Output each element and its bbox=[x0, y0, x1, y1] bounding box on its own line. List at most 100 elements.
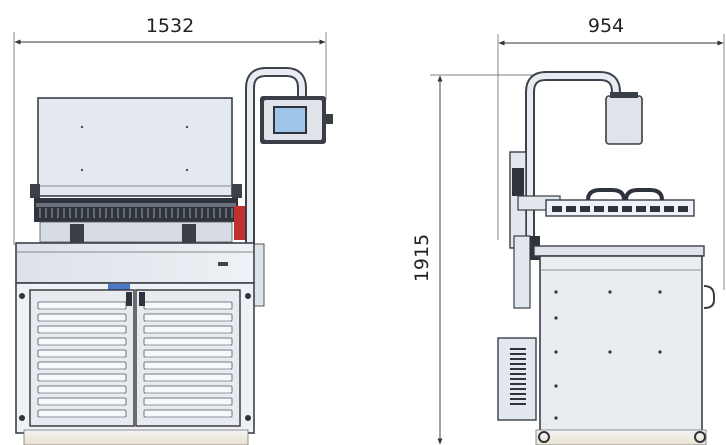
front-lid bbox=[30, 97, 242, 198]
blue-indicator bbox=[108, 284, 130, 290]
seal-teeth bbox=[39, 208, 233, 218]
caster-wheel bbox=[694, 431, 706, 443]
height-dimension: 1915 bbox=[411, 74, 540, 445]
control-panel-side bbox=[605, 95, 643, 145]
vent-slot bbox=[510, 373, 526, 375]
rivet bbox=[554, 350, 558, 354]
tray-link bbox=[678, 206, 688, 212]
lid-rivet bbox=[80, 168, 84, 172]
height-dimension-label: 1915 bbox=[411, 234, 433, 282]
control-panel-cap bbox=[610, 92, 638, 98]
cabinet-door-right bbox=[135, 289, 241, 427]
cabinet-top bbox=[15, 242, 255, 284]
front-width-dimension: 1532 bbox=[13, 15, 327, 245]
door-slat bbox=[143, 385, 233, 394]
lid-rivet bbox=[80, 125, 84, 129]
rivet bbox=[554, 384, 558, 388]
tray-link bbox=[580, 206, 590, 212]
tray-links bbox=[552, 206, 688, 212]
vent-slot bbox=[510, 378, 526, 380]
door-slat bbox=[37, 337, 127, 346]
tray-link bbox=[636, 206, 646, 212]
hinge bbox=[245, 415, 251, 421]
lid-rivet bbox=[185, 168, 189, 172]
arm-tube-inner bbox=[527, 73, 619, 250]
caster-wheel bbox=[538, 431, 550, 443]
side-handle bbox=[703, 285, 715, 309]
lid-bracket-left bbox=[30, 184, 40, 198]
door-slat bbox=[37, 313, 127, 322]
tray-link bbox=[594, 206, 604, 212]
door-slat bbox=[37, 397, 127, 406]
door-slat bbox=[143, 349, 233, 358]
vent-slot bbox=[510, 383, 526, 385]
tray-link bbox=[622, 206, 632, 212]
vent-slot bbox=[510, 398, 526, 400]
side-cabinet bbox=[533, 245, 715, 445]
arm-tube bbox=[525, 71, 621, 250]
side-control-arm bbox=[525, 71, 643, 250]
vent-slot bbox=[510, 368, 526, 370]
door-handle-right bbox=[139, 292, 145, 306]
panel-knob bbox=[326, 114, 333, 124]
hinge bbox=[19, 293, 25, 299]
touch-screen bbox=[273, 106, 307, 134]
rivet bbox=[554, 290, 558, 294]
door-slat bbox=[143, 301, 233, 310]
rivet bbox=[554, 316, 558, 320]
clamp-left bbox=[70, 224, 84, 244]
lid-rivet bbox=[185, 125, 189, 129]
cabinet-base bbox=[23, 429, 249, 445]
tray-link bbox=[608, 206, 618, 212]
rivet bbox=[608, 350, 612, 354]
rivet bbox=[608, 290, 612, 294]
side-cabinet-top bbox=[533, 245, 705, 257]
width-dimension-label: 1532 bbox=[146, 15, 194, 37]
door-slat bbox=[37, 349, 127, 358]
tray-link bbox=[650, 206, 660, 212]
door-handle-left bbox=[126, 292, 132, 306]
hinge bbox=[245, 293, 251, 299]
door-slat bbox=[143, 397, 233, 406]
rivet bbox=[658, 290, 662, 294]
vent-slot bbox=[510, 353, 526, 355]
tray-link bbox=[552, 206, 562, 212]
door-slat bbox=[143, 361, 233, 370]
rivet bbox=[658, 350, 662, 354]
lower-column bbox=[513, 235, 531, 309]
seal-bed bbox=[39, 221, 233, 243]
lid-bracket-right bbox=[232, 184, 242, 198]
front-view: 1532 bbox=[13, 15, 333, 445]
door-slat bbox=[143, 325, 233, 334]
door-slats bbox=[37, 301, 233, 418]
vent-slot bbox=[510, 358, 526, 360]
door-slat bbox=[143, 337, 233, 346]
lid-panel bbox=[37, 97, 233, 197]
tray-link bbox=[566, 206, 576, 212]
tray-handle-left bbox=[586, 188, 626, 201]
door-slat bbox=[37, 301, 127, 310]
cabinet-door-left bbox=[29, 289, 135, 427]
side-mechanism bbox=[497, 151, 561, 421]
rivet bbox=[554, 416, 558, 420]
cabinet-badge bbox=[218, 262, 228, 266]
tray-handle-right bbox=[624, 188, 664, 201]
hinge bbox=[19, 415, 25, 421]
front-seal-mechanism bbox=[34, 198, 248, 244]
side-box-vents bbox=[510, 348, 526, 405]
tray-link bbox=[664, 206, 674, 212]
vent-slot bbox=[510, 388, 526, 390]
side-view: 954 1915 bbox=[411, 15, 725, 445]
door-slat bbox=[143, 373, 233, 382]
door-slat bbox=[37, 385, 127, 394]
vent-slot bbox=[510, 393, 526, 395]
front-control-arm bbox=[239, 67, 333, 307]
vent-slot bbox=[510, 363, 526, 365]
front-cabinet bbox=[15, 242, 255, 445]
door-slat bbox=[37, 373, 127, 382]
side-depth-dimension: 954 bbox=[497, 15, 725, 290]
depth-dimension-label: 954 bbox=[588, 15, 624, 37]
vent-slot bbox=[510, 403, 526, 405]
clamp-right bbox=[182, 224, 196, 244]
